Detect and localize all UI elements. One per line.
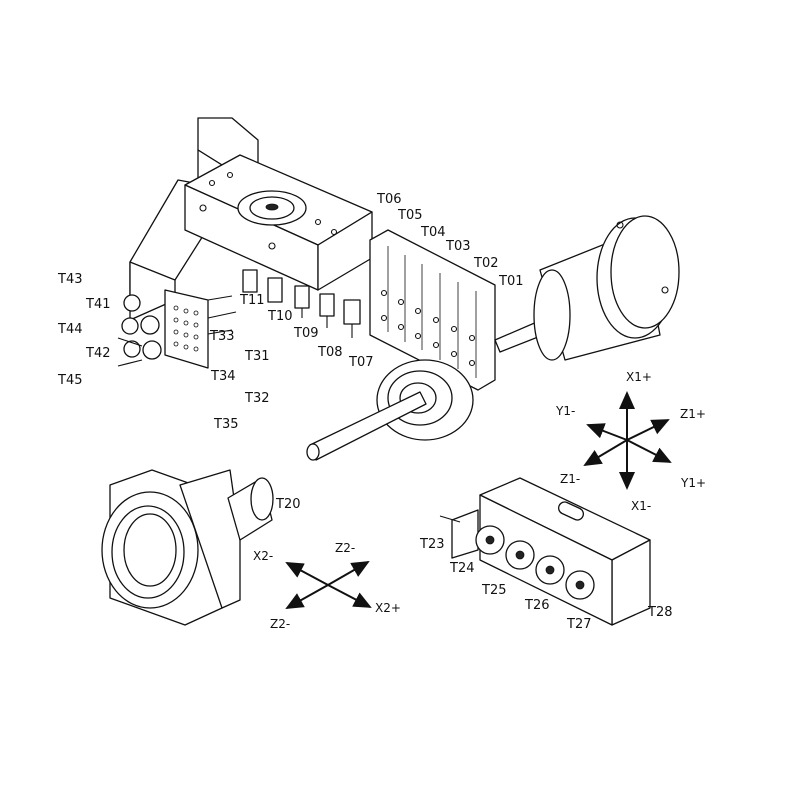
back-tool-block xyxy=(439,477,651,626)
label-t06: T06 xyxy=(376,192,401,207)
label-t10: T10 xyxy=(267,309,292,324)
label-t31: T31 xyxy=(244,349,269,364)
axis-label-y1-minus: Y1- xyxy=(555,404,575,418)
label-t01: T01 xyxy=(498,274,523,289)
label-t33: T33 xyxy=(209,329,234,344)
label-t41: T41 xyxy=(85,297,110,312)
label-t03: T03 xyxy=(445,239,470,254)
label-t42: T42 xyxy=(85,346,110,361)
axis-label-z1-plus: Z1+ xyxy=(680,407,706,421)
label-t26: T26 xyxy=(524,598,549,613)
label-t43: T43 xyxy=(57,272,82,287)
label-t34: T34 xyxy=(210,369,235,384)
main-tool-post xyxy=(117,117,680,461)
label-t28: T28 xyxy=(647,605,672,620)
label-t08: T08 xyxy=(317,345,342,360)
axis-cross-sub xyxy=(285,561,372,609)
label-t27: T27 xyxy=(566,617,591,632)
label-t05: T05 xyxy=(397,208,422,223)
axis-label-x1-plus: X1+ xyxy=(626,370,652,384)
axis-label-x2-minus: X2- xyxy=(253,549,273,563)
label-t07: T07 xyxy=(348,355,373,370)
tool-labels: T06 T05 T04 T03 T02 T01 T11 T10 T09 T08 … xyxy=(57,192,672,632)
label-t35: T35 xyxy=(213,417,238,432)
label-t09: T09 xyxy=(293,326,318,341)
axis-label-z2-minus-top: Z2- xyxy=(335,541,355,555)
axis-label-x2-plus: X2+ xyxy=(375,601,401,615)
label-t23: T23 xyxy=(419,537,444,552)
axis-cross-main xyxy=(583,391,672,490)
plate-hole-grid xyxy=(173,305,199,352)
gang-block-slots xyxy=(380,246,477,378)
sub-spindle-t20 xyxy=(101,469,274,626)
axis-label-y1-plus: Y1+ xyxy=(680,476,706,490)
label-t02: T02 xyxy=(473,256,498,271)
label-t20: T20 xyxy=(275,497,300,512)
axis-label-z1-minus: Z1- xyxy=(560,472,580,486)
label-t25: T25 xyxy=(481,583,506,598)
label-t11: T11 xyxy=(239,293,264,308)
label-t24: T24 xyxy=(449,561,474,576)
label-t45: T45 xyxy=(57,373,82,388)
label-t44: T44 xyxy=(57,322,82,337)
axis-label-x1-minus: X1- xyxy=(631,499,651,513)
axis-labels: X1+ Y1- Z1+ Z1- Y1+ X1- X2- Z2- X2+ Z2- xyxy=(253,370,706,631)
label-t32: T32 xyxy=(244,391,269,406)
label-t04: T04 xyxy=(420,225,445,240)
axis-label-z2-minus-bottom: Z2- xyxy=(270,617,290,631)
